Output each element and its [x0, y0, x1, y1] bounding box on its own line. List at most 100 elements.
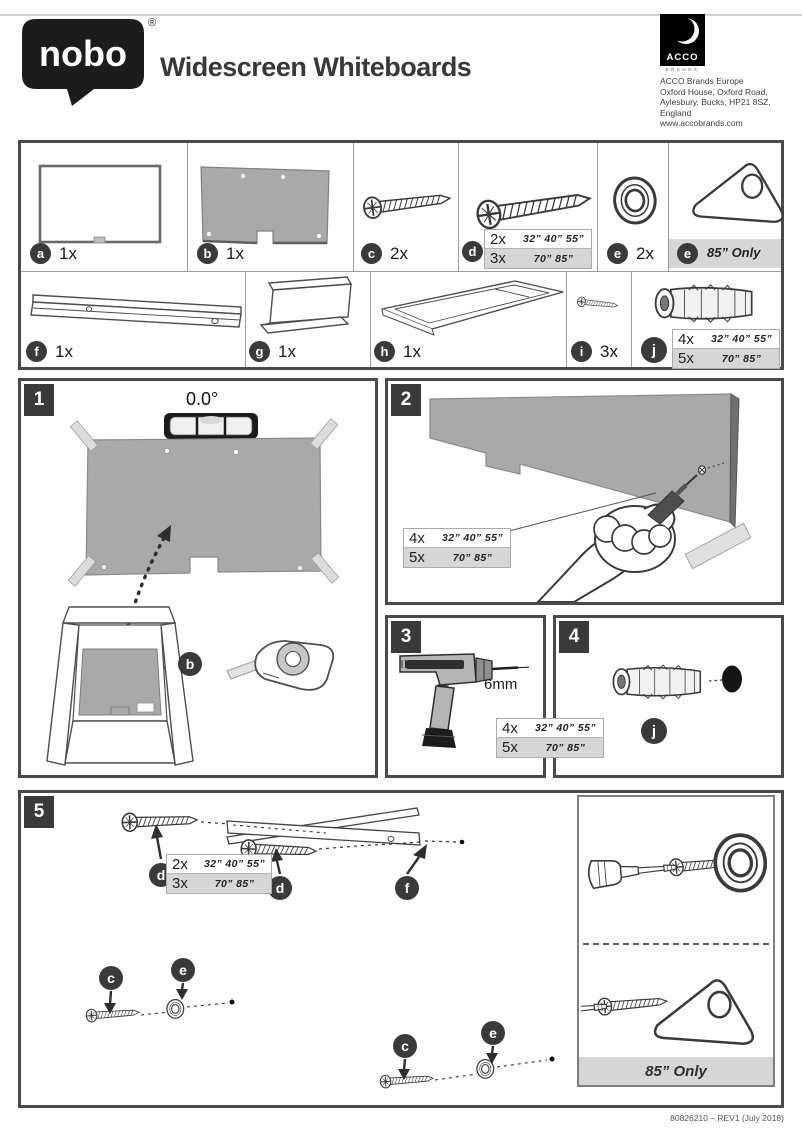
part-badge-a: a	[30, 243, 51, 264]
part-badge-g: g	[249, 341, 270, 362]
subpanel-85only-bar: 85” Only	[579, 1057, 773, 1085]
spirit-level-icon	[164, 413, 258, 439]
part-badge-c: c	[361, 243, 382, 264]
qty-sizes: 70” 85”	[533, 252, 574, 265]
nobo-logo: nobo	[20, 17, 146, 107]
nobo-logo-bubble-icon	[22, 19, 144, 106]
step5-badge-c1: c	[99, 966, 123, 990]
qty-count: 5x	[502, 739, 518, 756]
part-badge-b: b	[197, 243, 218, 264]
qty-sizes: 32” 40” 55”	[522, 233, 585, 245]
template-panel-illustration	[200, 166, 330, 245]
step5-badge-e2: e	[481, 1021, 505, 1045]
address-line: ACCO Brands Europe	[660, 76, 744, 86]
screw-plate-assembly-illustration	[581, 979, 755, 1045]
acco-address: ACCO Brands Europe Oxford House, Oxford …	[660, 76, 800, 129]
qty-sizes: 32” 40” 55”	[203, 858, 266, 870]
qty-box-step3: 4x 32” 40” 55” 5x 70” 85”	[496, 718, 604, 758]
qty-count: 4x	[409, 529, 425, 547]
qty-sizes: 70” 85”	[214, 877, 255, 890]
screw-c-illustration	[361, 187, 453, 220]
step-2-number: 2	[391, 384, 421, 416]
plate-85-label-bar: e 85” Only	[669, 239, 781, 268]
qty-sizes: 70” 85”	[721, 352, 762, 365]
part-count-h: 1x	[403, 342, 421, 361]
qty-sizes: 32” 40” 55”	[534, 722, 597, 734]
part-badge-j: j	[641, 337, 667, 363]
step5-badge-f: f	[395, 876, 419, 900]
qty-count: 3x	[172, 875, 188, 892]
brand-wordmark: nobo	[39, 33, 127, 74]
qty-sizes: 70” 85”	[452, 551, 493, 564]
step-3-number: 3	[391, 621, 421, 653]
step-5-panel: 5	[18, 790, 784, 1108]
step-1-panel: 1 0.0°	[18, 378, 378, 778]
address-line: England	[660, 107, 692, 118]
step5-badge-c2: c	[393, 1034, 417, 1058]
step5-badge-d2: d	[268, 876, 292, 900]
page-title: Widescreen Whiteboards	[160, 52, 472, 82]
subpanel-dashed-divider	[583, 943, 769, 945]
drill-illustration	[399, 653, 530, 748]
part-count-e: 2x	[636, 244, 654, 263]
qty-box-j: 4x 32” 40” 55” 5x 70” 85”	[672, 329, 780, 369]
part-badge-i: i	[571, 341, 592, 362]
step2-marking-illustration	[429, 393, 752, 602]
step-4-number: 4	[559, 621, 589, 653]
step5-badge-e1: e	[171, 958, 195, 982]
acco-logo-text: ACCO	[666, 52, 699, 63]
document-reference: 80826210 – REV1 (July 2018)	[670, 1113, 784, 1123]
part-badge-f: f	[26, 341, 47, 362]
subpanel-85only-label: 85” Only	[645, 1062, 707, 1080]
acco-brands-text: BRANDS	[665, 67, 700, 72]
top-divider	[0, 14, 802, 16]
qty-count: 5x	[678, 350, 694, 367]
step4-plug-into-wall-illustration	[612, 664, 742, 700]
washer-illustration	[610, 175, 657, 227]
parts-list-panel: a 1x b 1x c 2x d 2x 32” 40” 55” 3x 70” 85”	[18, 140, 784, 370]
step5-assembly-illustration	[85, 807, 555, 1089]
qty-count: 5x	[409, 549, 425, 566]
packaging-box-illustration	[46, 606, 194, 766]
step-3-panel: 3 6mm	[385, 615, 546, 778]
step1-part-badge-b: b	[178, 652, 202, 676]
part-count-g: 1x	[278, 342, 296, 361]
qty-count: 2x	[490, 230, 506, 248]
pen-tray-illustration	[381, 280, 564, 336]
corner-plate-illustration	[692, 162, 784, 224]
screw-d-illustration	[474, 183, 594, 231]
part-count-b: 1x	[226, 244, 244, 263]
level-angle-readout: 0.0°	[186, 389, 219, 409]
part-badge-e: e	[607, 243, 628, 264]
step4-part-badge-j: j	[641, 718, 667, 744]
address-line: www.accobrands.com	[660, 118, 743, 128]
acco-logo: ACCO	[660, 14, 705, 66]
qty-sizes: 32” 40” 55”	[441, 532, 504, 544]
qty-sizes: 32” 40” 55”	[710, 333, 773, 345]
part-count-a: 1x	[59, 244, 77, 263]
qty-sizes: 70” 85”	[545, 741, 586, 754]
registered-mark: ®	[148, 17, 157, 29]
bracket-illustration	[259, 276, 353, 334]
drill-bit-size-label: 6mm	[484, 676, 518, 693]
small-screw-illustration	[576, 296, 619, 311]
part-count-i: 3x	[600, 342, 618, 361]
qty-count: 4x	[678, 330, 694, 348]
step-5-number: 5	[24, 796, 54, 828]
part-badge-d: d	[462, 241, 483, 262]
whiteboard-illustration	[38, 164, 162, 244]
address-line: Oxford House, Oxford Road,	[660, 86, 768, 97]
part-count-c: 2x	[390, 244, 408, 263]
part-badge-h: h	[374, 341, 395, 362]
qty-box-step5: 2x 32” 40” 55” 3x 70” 85”	[166, 854, 272, 894]
acco-crescent-icon	[669, 16, 699, 44]
tape-dispenser-illustration	[226, 640, 335, 691]
qty-count: 2x	[172, 855, 188, 873]
step-1-number: 1	[24, 384, 54, 416]
wall-rail-illustration	[30, 294, 242, 328]
plate-85-label: 85” Only	[707, 245, 761, 260]
qty-count: 4x	[502, 719, 518, 737]
